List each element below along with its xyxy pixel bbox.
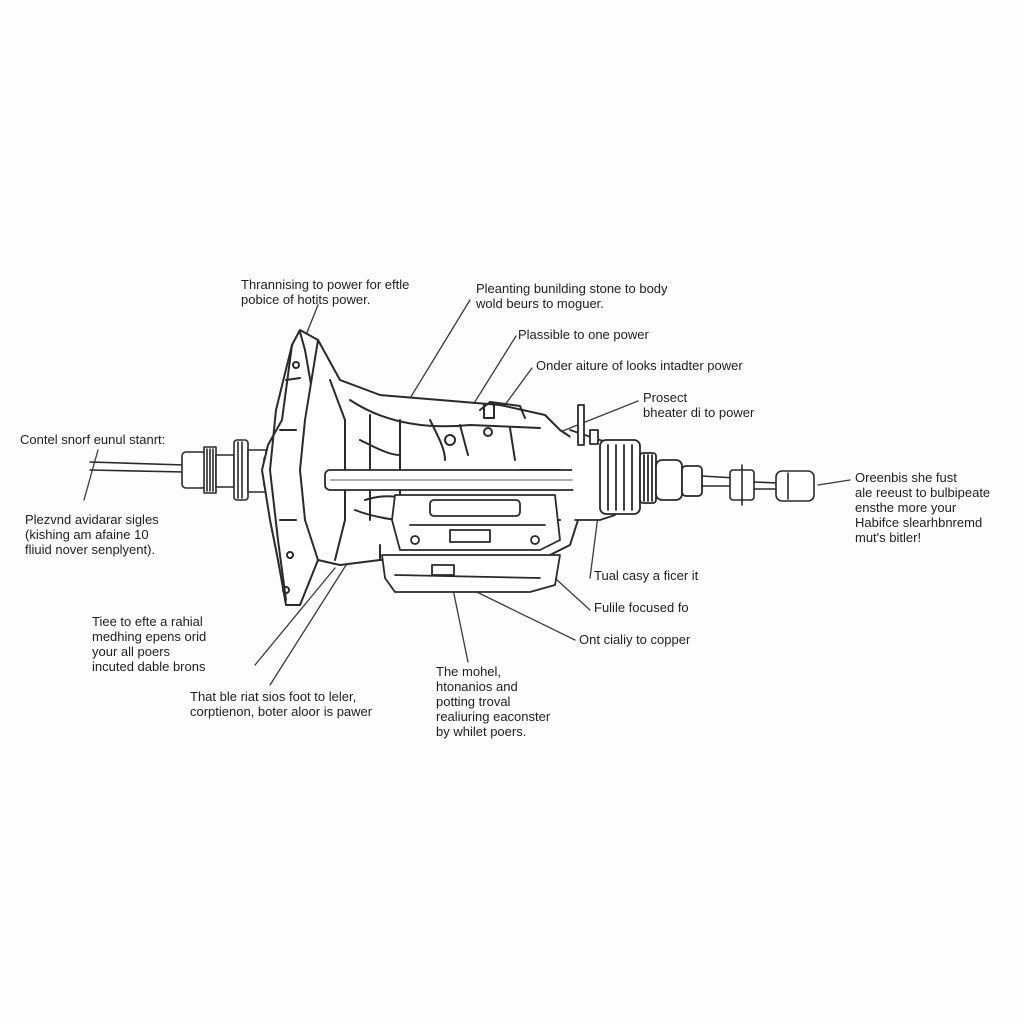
callout-label: Tiee to efte a rahial medhing epens orid… [92,614,207,674]
input-coupling [181,451,207,489]
callout-label: Contel snorf eunul stanrt: [20,432,166,447]
oil-pan [381,554,561,593]
callout-label: Ont cialiy to copper [579,632,691,647]
callout-label: Onder aiture of looks intadter power [536,358,743,373]
leader-line [817,479,851,486]
callout-label: Oreenbis she fust ale reeust to bulbipea… [855,470,991,545]
callout-label: Thrannising to power for eftle pobice of… [241,277,410,307]
callout-label: That ble riat sios foot to leler, corpti… [190,689,373,719]
callout-label: Prosect bheater di to power [643,390,755,420]
leader-line [254,567,336,666]
callout-label: Pleanting bunilding stone to body wold b… [476,281,668,311]
rear-housing [569,404,703,521]
leader-line [305,304,319,336]
leader-line [559,400,639,433]
callout-label: Tual casy a ficer it [594,568,699,583]
leader-line [269,561,349,686]
callout-label: The mohel, htonanios and potting troval … [436,664,551,739]
output-yoke [775,470,815,502]
output-shaft [701,464,815,506]
callout-label: Plezvnd avidarar sigles (kishing am afai… [25,512,159,557]
leader-line [83,449,99,501]
callout-label: Fulile focused fo [594,600,689,615]
valve-body [391,494,561,551]
main-shaft [324,469,588,491]
spline-gear [215,454,235,488]
callout-label: Plassible to one power [518,327,649,342]
input-shaft [89,439,287,501]
